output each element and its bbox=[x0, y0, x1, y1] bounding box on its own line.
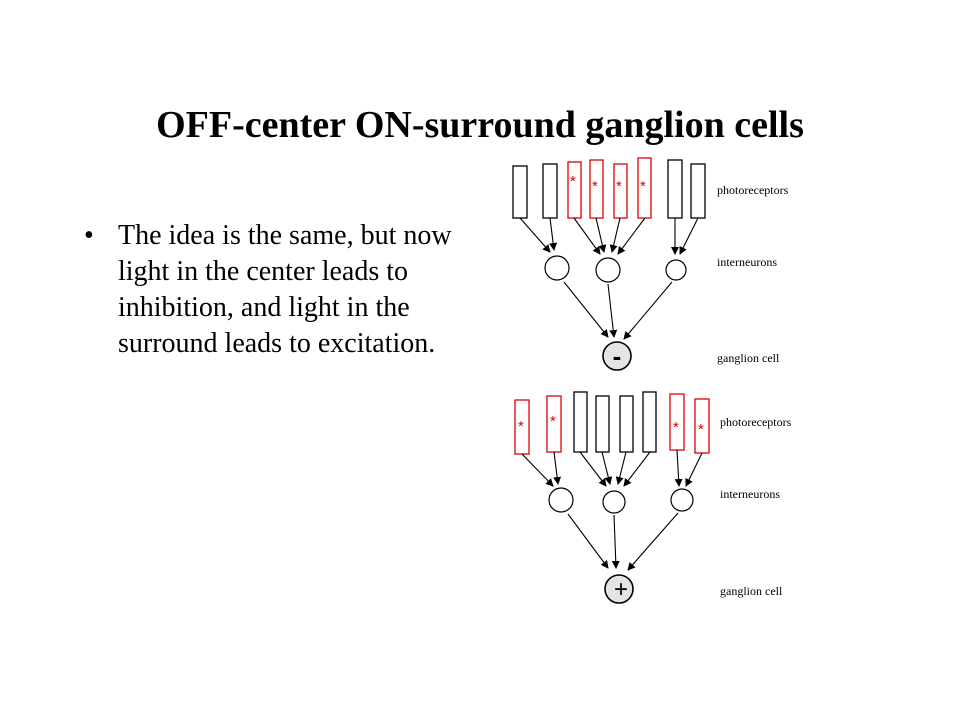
photoreceptor bbox=[567, 161, 582, 219]
interneuron bbox=[665, 259, 687, 281]
interneurons-label: interneurons bbox=[720, 487, 780, 501]
photoreceptors-label: photoreceptors bbox=[720, 415, 792, 429]
ganglion-sign: + bbox=[614, 576, 628, 603]
photoreceptor bbox=[619, 395, 634, 453]
interneurons-label: interneurons bbox=[717, 255, 777, 269]
stimulus-marker: * bbox=[550, 413, 556, 430]
interneuron bbox=[602, 490, 626, 514]
bullet-dot: • bbox=[84, 220, 94, 251]
interneuron bbox=[670, 488, 694, 512]
interneuron-row-top bbox=[544, 255, 687, 283]
photoreceptors-label: photoreceptors bbox=[717, 183, 789, 197]
photoreceptor bbox=[690, 163, 706, 219]
ganglion-cell bbox=[604, 574, 634, 604]
interneuron-arrows-bottom bbox=[567, 512, 679, 571]
bullet-list: • The idea is the same, but now light in… bbox=[82, 218, 462, 362]
photoreceptor-arrows-top bbox=[519, 217, 699, 255]
interneuron-arrows-top bbox=[563, 281, 673, 340]
photoreceptor bbox=[573, 391, 588, 453]
photoreceptor bbox=[595, 395, 610, 453]
photoreceptor bbox=[642, 391, 657, 453]
stimulus-marker: * bbox=[592, 178, 598, 195]
photoreceptor-row-bottom bbox=[514, 391, 710, 455]
ganglion-cell bbox=[602, 341, 632, 371]
stimulation-markers-bottom: * * * * bbox=[518, 413, 704, 438]
stimulus-marker: * bbox=[570, 173, 576, 190]
photoreceptor bbox=[667, 159, 683, 219]
bullet-text: The idea is the same, but now light in t… bbox=[118, 220, 452, 359]
stimulation-markers-top: * * * * bbox=[570, 173, 646, 195]
bullet-item: • The idea is the same, but now light in… bbox=[82, 218, 462, 362]
photoreceptor-row-top bbox=[512, 157, 706, 219]
photoreceptor bbox=[542, 163, 558, 219]
surround-diagram: * * * * + bbox=[514, 391, 792, 604]
stimulus-marker: * bbox=[673, 419, 679, 436]
stimulus-marker: * bbox=[616, 178, 622, 195]
slide-title: OFF-center ON-surround ganglion cells bbox=[156, 104, 804, 146]
interneuron bbox=[544, 255, 570, 281]
off-center-diagram: * * * * - photorecepto bbox=[512, 157, 789, 371]
interneuron bbox=[548, 487, 574, 513]
interneuron bbox=[595, 257, 621, 283]
ganglion-sign: - bbox=[613, 341, 622, 371]
stimulus-marker: * bbox=[518, 418, 524, 435]
stimulus-marker: * bbox=[640, 178, 646, 195]
stimulus-marker: * bbox=[698, 421, 704, 438]
ganglion-cell-label: ganglion cell bbox=[717, 351, 780, 365]
photoreceptor-arrows-bottom bbox=[521, 449, 703, 487]
interneuron-row-bottom bbox=[548, 487, 694, 514]
photoreceptor bbox=[512, 165, 528, 219]
photoreceptor bbox=[613, 163, 628, 219]
ganglion-cell-label: ganglion cell bbox=[720, 584, 783, 598]
